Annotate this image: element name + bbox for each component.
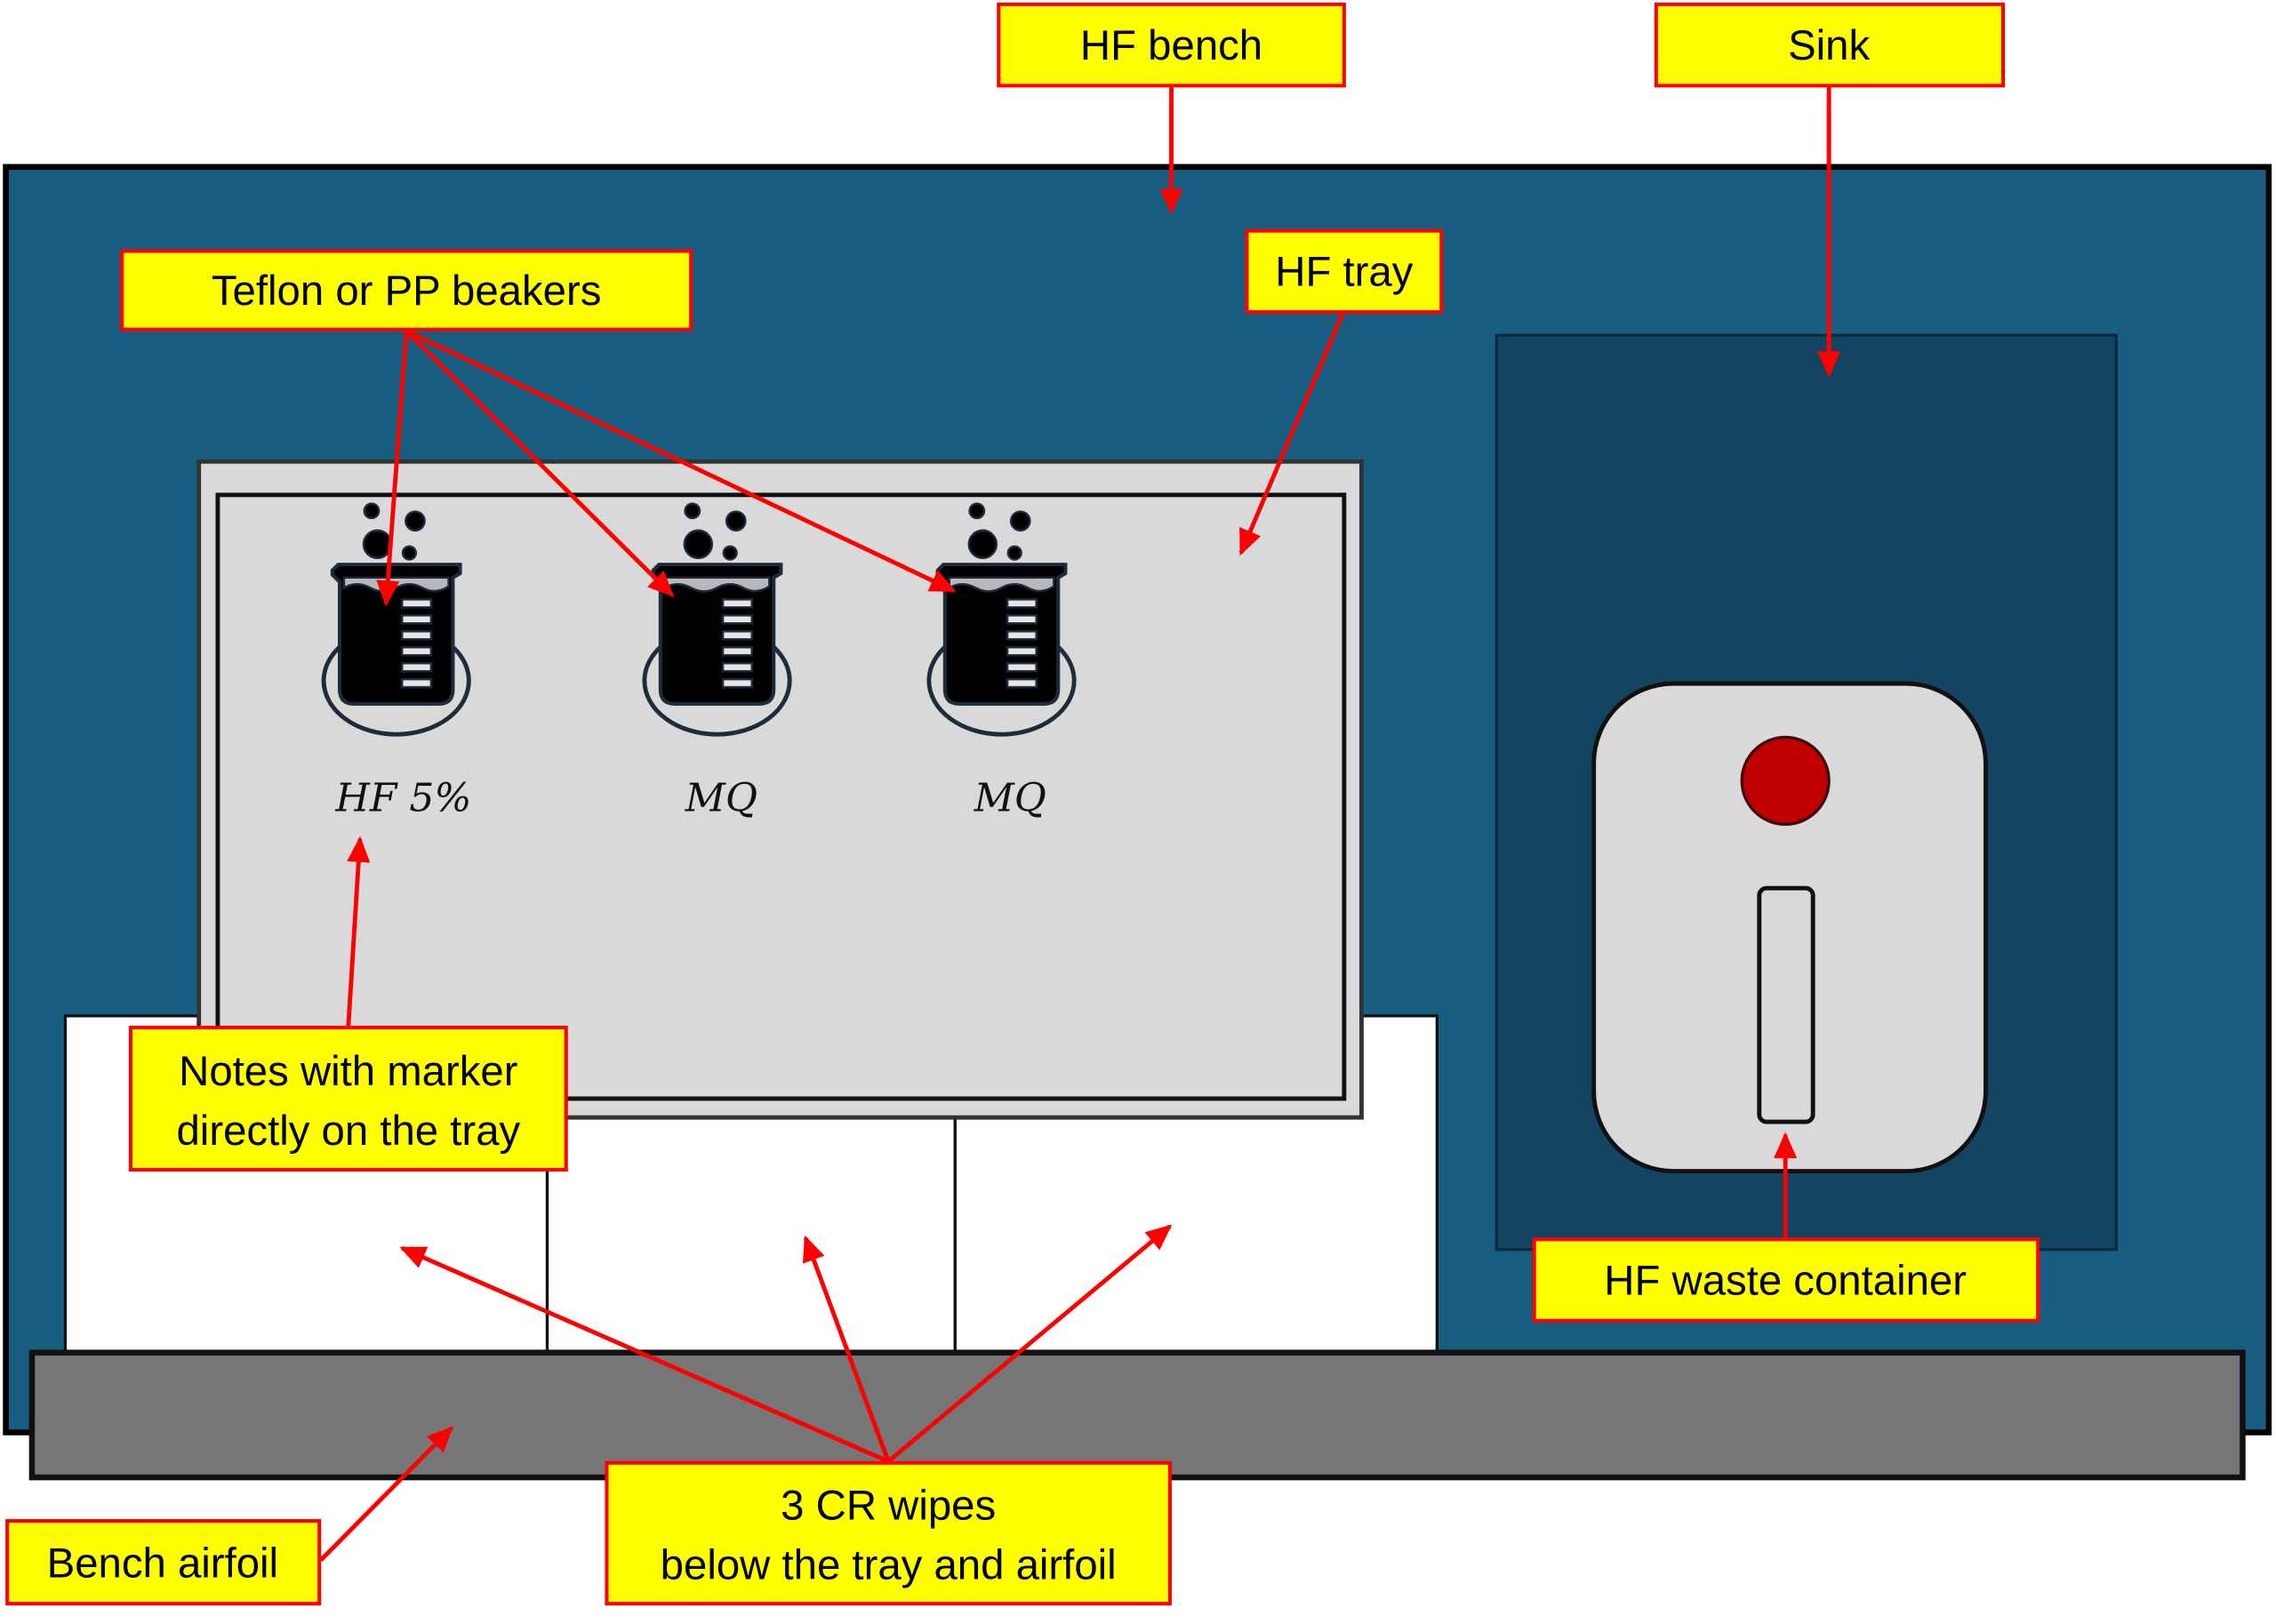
tray-note-mq-2: MQ: [974, 776, 1046, 821]
label-hf-waste-container: HF waste container: [1532, 1237, 2040, 1323]
label-hf-bench: HF bench: [997, 2, 1346, 88]
arrow-cr-wipe-3: [886, 1224, 1173, 1463]
tray-note-hf: HF 5%: [334, 776, 471, 821]
svg-text:directly on the tray: directly on the tray: [176, 1108, 520, 1155]
hf-tray-basin: [215, 492, 1347, 1101]
waste-container-icon: [1591, 681, 1988, 1174]
arrows: [319, 86, 1841, 1562]
label-hf-tray: HF tray: [1245, 228, 1444, 315]
tray-note-mq-1: MQ: [685, 776, 757, 821]
arrow-cr-wipe-2: [802, 1235, 891, 1462]
svg-text:HF tray: HF tray: [1275, 249, 1413, 296]
label-bench-airfoil: Bench airfoil: [5, 1519, 322, 1606]
arrow-beaker-hf: [376, 331, 409, 607]
arrow-bench-airfoil: [319, 1426, 454, 1562]
waste-container-level-window: [1757, 885, 1815, 1124]
svg-text:Notes with marker: Notes with marker: [179, 1048, 517, 1095]
svg-text:Sink: Sink: [1788, 22, 1870, 69]
svg-text:HF waste container: HF waste container: [1604, 1257, 1967, 1304]
label-beakers: Teflon or PP beakers: [120, 249, 693, 332]
svg-text:Teflon or PP beakers: Teflon or PP beakers: [212, 268, 601, 315]
bench-airfoil: [28, 1349, 2246, 1481]
svg-text:below the tray and airfoil: below the tray and airfoil: [661, 1541, 1117, 1588]
arrow-notes: [346, 836, 371, 1027]
svg-text:HF bench: HF bench: [1080, 22, 1262, 69]
arrow-beaker-mq-2: [405, 329, 957, 593]
svg-text:3 CR wipes: 3 CR wipes: [781, 1482, 996, 1529]
label-notes: Notes with marker directly on the tray: [128, 1025, 568, 1172]
arrow-beaker-mq-1: [405, 329, 675, 597]
arrow-cr-wipe-1: [399, 1245, 890, 1464]
arrow-hf-tray: [1238, 312, 1345, 556]
waste-container-cap: [1740, 735, 1831, 827]
label-cr-wipes: 3 CR wipes below the tray and airfoil: [605, 1460, 1172, 1606]
svg-text:Bench airfoil: Bench airfoil: [47, 1540, 278, 1588]
label-sink: Sink: [1654, 2, 2006, 88]
